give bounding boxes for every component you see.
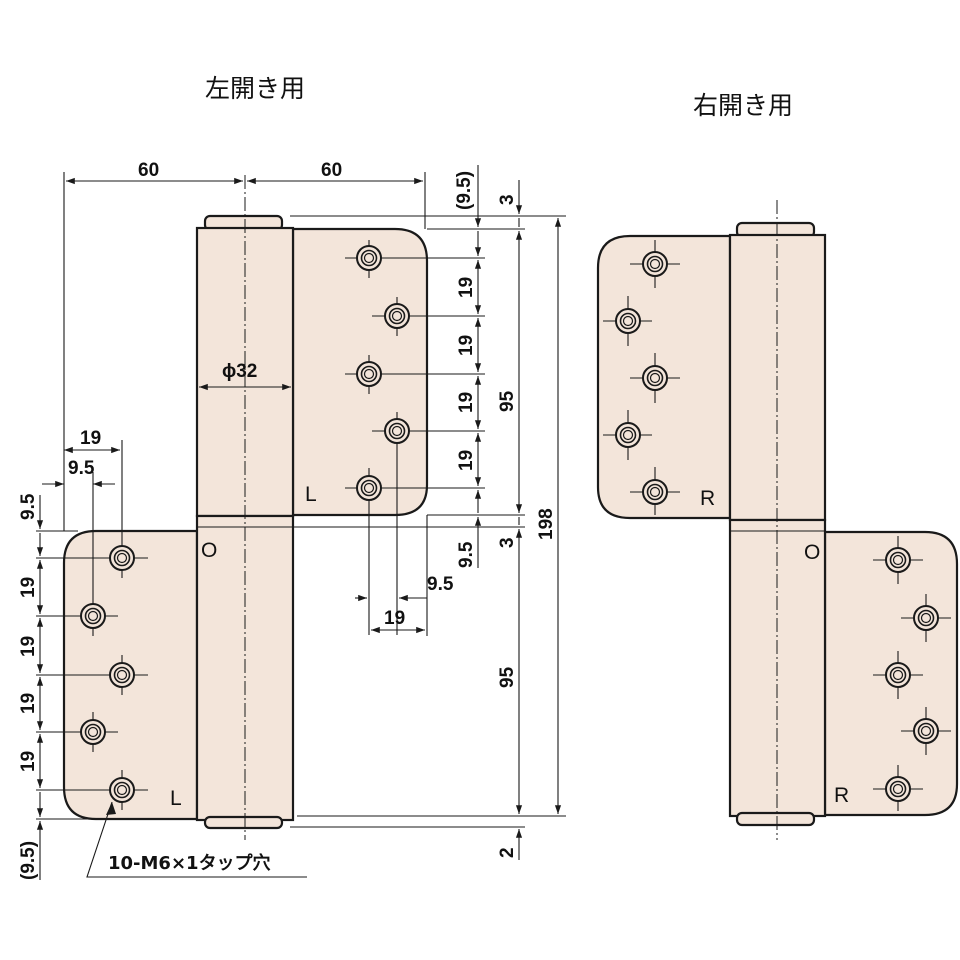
right-pin-cap-bottom: [735, 811, 816, 827]
dim-pitch-19: 19: [18, 693, 39, 714]
right-hinge: R R O: [596, 200, 959, 840]
tap-hole-icon: [109, 777, 135, 803]
dim-offset-9-5: 9.5: [68, 458, 95, 479]
dim-pitch-19: 19: [456, 450, 477, 471]
tap-hole-icon: [109, 545, 135, 571]
right-upper-leaf-mark: R: [700, 487, 715, 510]
dim-pitch-19-bottom: 19: [384, 608, 405, 629]
tap-hole-icon: [109, 662, 135, 688]
left-upper-holes: [345, 240, 485, 635]
dim-offset-9-5-bottom: (9.5): [18, 841, 39, 880]
right-upper-holes: [603, 240, 680, 515]
tap-hole-icon: [642, 251, 668, 277]
tap-hole-icon: [80, 603, 106, 629]
dim-diameter: ϕ32: [222, 361, 257, 382]
tap-hole-icon: [913, 605, 939, 631]
right-lower-leaf-mark: R: [834, 784, 849, 807]
left-pin-cap-bottom: [203, 815, 284, 830]
dim-width-60-right: 60: [321, 160, 342, 181]
dim-offset-9-5-top-right: (9.5): [454, 171, 475, 210]
tap-hole-icon: [80, 719, 106, 745]
tap-hole-icon: [615, 422, 641, 448]
tap-hole-icon: [356, 361, 382, 387]
tap-hole-icon: [913, 718, 939, 744]
tap-hole-icon: [642, 365, 668, 391]
left-hinge: L L O: [36, 175, 485, 840]
dim-leaf-95-lower: 95: [497, 666, 518, 688]
dim-pitch-19: 19: [456, 335, 477, 356]
tap-hole-icon: [356, 245, 382, 271]
dim-total-198: 198: [536, 508, 557, 540]
right-knuckle-mark: O: [804, 541, 820, 564]
dim-leaf-95-upper: 95: [497, 390, 518, 412]
tap-hole-leader: [86, 801, 307, 878]
left-knuckle-mark: O: [201, 539, 217, 562]
left-hinge-dimensions: 60 60 ϕ32 19 9.5 9.5 19 19 19 19 (9.5): [18, 160, 566, 880]
dim-gap-3-mid: 3: [497, 537, 518, 548]
dim-offset-9-5-top: 9.5: [18, 493, 39, 520]
dim-gap-2: 2: [497, 847, 518, 858]
tap-hole-callout: 10-M6×1タップ穴: [108, 852, 271, 874]
dim-offset-9-5-bottom-right: 9.5: [427, 574, 454, 595]
left-upper-leaf-mark: L: [305, 483, 317, 506]
dim-pitch-19: 19: [18, 577, 39, 598]
left-hinge-title: 左開き用: [205, 74, 305, 103]
dim-pitch-19: 19: [80, 428, 101, 449]
right-hinge-title: 右開き用: [693, 91, 793, 120]
left-lower-leaf-mark: L: [170, 787, 182, 810]
tap-hole-icon: [885, 662, 911, 688]
dim-gap-3-top: 3: [497, 194, 518, 205]
tap-hole-icon: [356, 475, 382, 501]
dim-pitch-19: 19: [456, 392, 477, 413]
tap-hole-icon: [615, 308, 641, 334]
dim-pitch-19: 19: [456, 277, 477, 298]
tap-hole-icon: [885, 776, 911, 802]
left-lower-holes: [36, 440, 148, 810]
dim-pitch-19: 19: [18, 751, 39, 772]
tap-hole-icon: [885, 547, 911, 573]
dim-offset-9-5-mid: 9.5: [456, 541, 477, 568]
right-lower-holes: [873, 536, 951, 811]
dim-pitch-19: 19: [18, 636, 39, 657]
tap-hole-icon: [384, 418, 410, 444]
tap-hole-icon: [384, 303, 410, 329]
dim-width-60-left: 60: [138, 160, 159, 181]
tap-hole-icon: [642, 479, 668, 505]
